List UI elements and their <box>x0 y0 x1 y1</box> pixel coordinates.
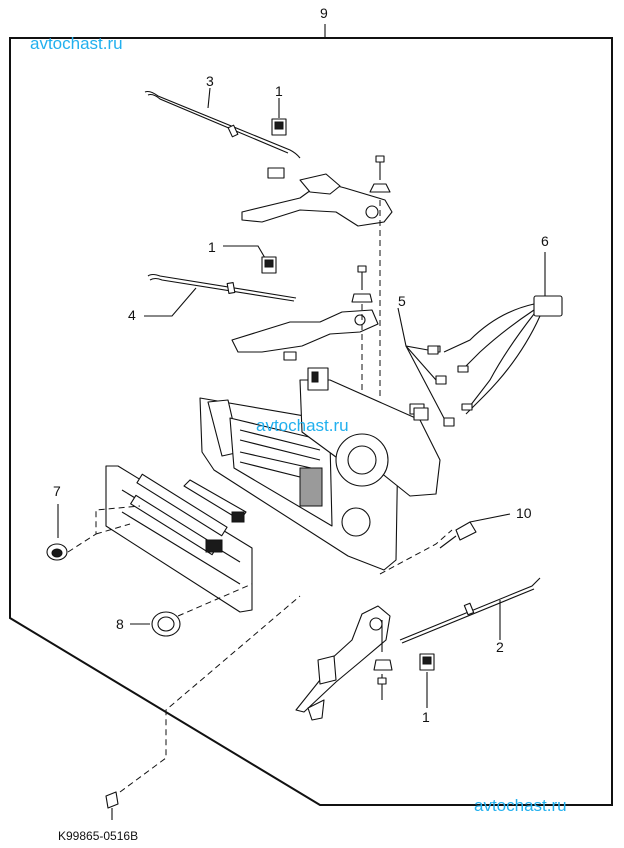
callout-1-bottom: 1 <box>422 709 430 725</box>
control-cable-3 <box>144 87 301 159</box>
bulb-sockets-5 <box>397 307 455 427</box>
callout-6: 6 <box>541 233 549 249</box>
front-bezel-plate <box>105 465 253 613</box>
heater-control-body <box>199 367 441 571</box>
lower-lever-bracket <box>295 605 393 721</box>
part-code: K99865-0516B <box>58 829 138 843</box>
callout-1-middle: 1 <box>208 239 216 255</box>
callout-10: 10 <box>516 505 532 521</box>
knob-7 <box>46 504 141 561</box>
middle-lever-bracket <box>231 265 379 420</box>
callout-3: 3 <box>206 73 214 89</box>
callout-1-top: 1 <box>275 83 283 99</box>
callout-7: 7 <box>53 483 61 499</box>
slider-strip <box>183 479 247 523</box>
clip-1-middle <box>223 245 277 274</box>
callout-2: 2 <box>496 639 504 655</box>
dashed-screw-path <box>119 595 301 793</box>
clip-1-bottom <box>419 653 435 708</box>
mounting-screw <box>105 791 119 820</box>
wiring-harness-6 <box>429 252 563 415</box>
control-cable-4 <box>144 273 297 317</box>
control-cable-2 <box>399 577 541 644</box>
watermark-center: avtochast.ru <box>256 416 349 435</box>
assembly-frame <box>9 37 613 806</box>
callout-4: 4 <box>128 307 136 323</box>
knob-8 <box>130 583 253 637</box>
sensor-10 <box>439 513 511 549</box>
watermark-bottom-right: avtochast.ru <box>474 796 567 815</box>
callout-8: 8 <box>116 616 124 632</box>
watermark-top-left: avtochast.ru <box>30 34 123 53</box>
callout-5: 5 <box>398 293 406 309</box>
callout-9: 9 <box>320 5 328 21</box>
dashed-right-path <box>379 529 453 575</box>
clip-1-top <box>271 98 287 136</box>
upper-lever-bracket <box>241 155 393 400</box>
